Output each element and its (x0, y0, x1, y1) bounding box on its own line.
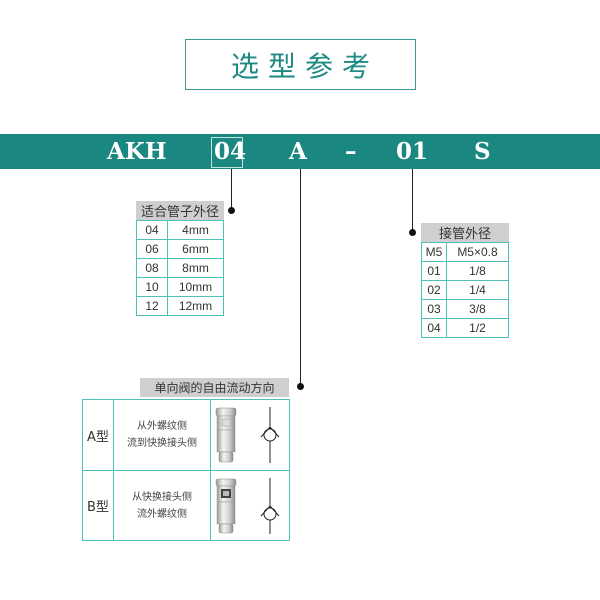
type-a-line2: 流到快换接头侧 (127, 438, 198, 449)
code-separator: – (345, 138, 357, 165)
check-valve-symbol-up-icon (260, 407, 280, 463)
cell-value: 1/4 (446, 280, 509, 300)
model-code-bar: AKH 04 A – 01 S (0, 134, 600, 169)
fitting-a-icon (215, 407, 236, 463)
cell-value: M5×0.8 (446, 242, 509, 262)
cell-code: 03 (421, 299, 447, 319)
cell-code: 04 (421, 318, 447, 338)
code-suffix: S (474, 138, 491, 165)
cell-value: 10mm (167, 277, 224, 297)
cell-value: 8mm (167, 258, 224, 278)
type-a-image-cell (210, 399, 290, 471)
tube-od-header: 适合管子外径 (136, 201, 224, 220)
title-box: 选型参考 (185, 39, 416, 90)
type-b-image-cell (210, 470, 290, 541)
cell-code: 10 (136, 277, 168, 297)
cell-code: 12 (136, 296, 168, 316)
cell-code: 04 (136, 220, 168, 240)
cell-value: 3/8 (446, 299, 509, 319)
type-a-description: 从外螺纹侧 流到快换接头侧 (112, 399, 212, 471)
cell-value: 4mm (167, 220, 224, 240)
type-b-description: 从快换接头侧 流外螺纹侧 (112, 470, 212, 541)
table-row: A型 从外螺纹侧 流到快换接头侧 (82, 399, 290, 471)
cell-code: M5 (421, 242, 447, 262)
connector-dot-valve (297, 383, 304, 390)
cell-code: 01 (421, 261, 447, 281)
type-b-line2: 流外螺纹侧 (137, 508, 188, 520)
connector-dot-tube (228, 207, 235, 214)
page-title: 选型参考 (230, 49, 379, 83)
cell-code: 02 (421, 280, 447, 300)
code-tube-size: 04 (214, 138, 247, 165)
type-a-label: A型 (82, 399, 114, 471)
connector-line-thread (412, 169, 413, 232)
table-row: B型 从快换接头侧 流外螺纹侧 (82, 470, 290, 541)
cell-code: 06 (136, 239, 168, 259)
cell-value: 1/8 (446, 261, 509, 281)
code-series: AKH (107, 138, 167, 165)
check-valve-header: 单向阀的自由流动方向 (140, 378, 289, 397)
cell-value: 6mm (167, 239, 224, 259)
check-valve-table: A型 从外螺纹侧 流到快换接头侧 (82, 399, 290, 541)
cell-code: 08 (136, 258, 168, 278)
connector-line-valve (300, 169, 301, 386)
fitting-b-icon (215, 478, 236, 533)
code-highlight-box (211, 137, 243, 168)
type-b-label: B型 (82, 470, 114, 541)
type-b-line1: 从快换接头侧 (132, 491, 193, 503)
cell-value: 12mm (167, 296, 224, 316)
connector-dot-thread (409, 229, 416, 236)
cell-value: 1/2 (446, 318, 509, 338)
code-flow-type: A (289, 138, 307, 165)
connector-line-tube (231, 169, 232, 210)
type-a-line1: 从外螺纹侧 (137, 421, 188, 432)
check-valve-symbol-down-icon (260, 477, 280, 534)
code-thread: 01 (396, 138, 429, 165)
thread-od-header: 接管外径 (421, 223, 509, 242)
